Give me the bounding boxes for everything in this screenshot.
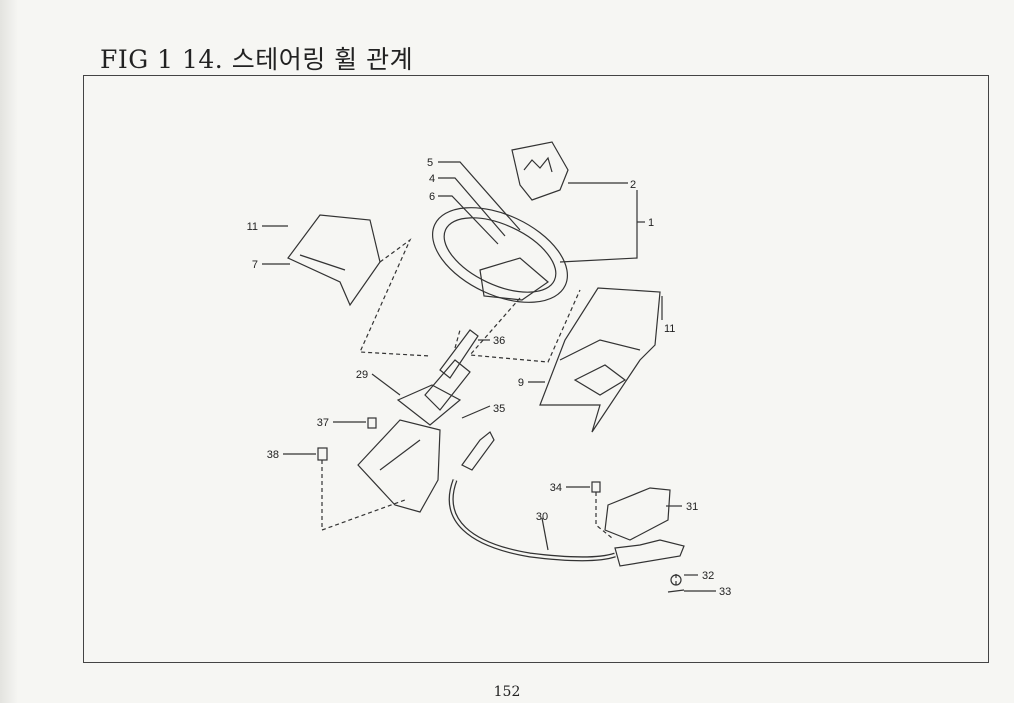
page-title: FIG 1 14. 스테어링 휠 관계 — [100, 45, 414, 74]
column-bracket — [357, 419, 441, 513]
steering-hose — [448, 479, 616, 562]
callout-11-right: 11 — [664, 323, 675, 335]
callout-4: 4 — [429, 173, 435, 185]
callout-38: 38 — [267, 449, 279, 461]
callout-29: 29 — [356, 369, 368, 381]
horn-pad — [511, 141, 569, 201]
callout-9: 9 — [518, 377, 524, 389]
callout-35: 35 — [493, 403, 505, 415]
callout-1: 1 — [648, 217, 654, 229]
steering-wheel-hub — [479, 257, 549, 301]
callout-32: 32 — [702, 570, 714, 582]
steering-wheel-rim — [431, 207, 569, 303]
lower-column-cover — [539, 287, 661, 433]
callout-34: 34 — [550, 482, 562, 494]
callout-30: 30 — [536, 511, 548, 523]
callout-5: 5 — [427, 157, 433, 169]
callout-6: 6 — [429, 191, 435, 203]
figure-frame — [83, 75, 989, 663]
mounting-plate — [604, 487, 671, 541]
page-number: 152 — [493, 684, 521, 700]
steering-column — [439, 329, 479, 379]
callout-31: 31 — [686, 501, 698, 513]
callout-36: 36 — [493, 335, 505, 347]
callout-37: 37 — [317, 417, 329, 429]
callout-2: 2 — [630, 179, 636, 191]
callout-33: 33 — [719, 586, 731, 598]
callout-11-left: 11 — [247, 221, 258, 233]
upper-column-cover — [287, 214, 381, 307]
scan-edge — [0, 0, 18, 703]
callout-7: 7 — [252, 259, 258, 271]
